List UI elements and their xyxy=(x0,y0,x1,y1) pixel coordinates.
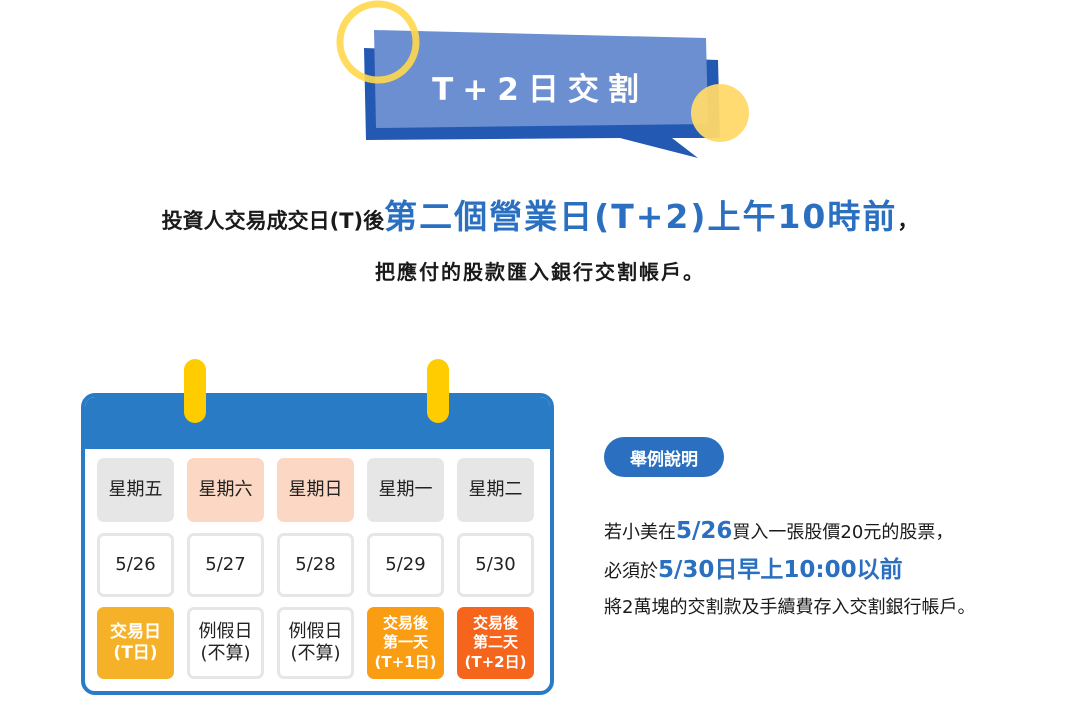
weekday-cell: 星期六 xyxy=(187,458,264,522)
weekday-cell: 星期五 xyxy=(97,458,174,522)
headline-suffix: ， xyxy=(897,209,919,233)
status-line: 交易後 xyxy=(472,613,518,632)
title-banner: T+2日交割 xyxy=(0,0,1080,170)
date-cell: 5/26 xyxy=(97,533,174,597)
yellow-ring-decoration-icon xyxy=(336,0,420,84)
calendar-binder-ring-icon xyxy=(184,359,206,423)
weekday-cell: 星期日 xyxy=(277,458,354,522)
weekday-cell: 星期二 xyxy=(457,458,534,522)
example-line-3: 將2萬塊的交割款及手續費存入交割銀行帳戶。 xyxy=(604,597,976,618)
date-cell: 5/30 xyxy=(457,533,534,597)
status-cell-trade-day: 交易日(T日) xyxy=(97,607,174,679)
date-cell: 5/28 xyxy=(277,533,354,597)
example-line-2: 必須於5/30日早上10:00以前 xyxy=(604,550,903,584)
status-cell-holiday: 例假日(不算) xyxy=(187,607,264,679)
example-highlight-deadline: 5/30日早上10:00以前 xyxy=(658,557,903,583)
status-line: 例假日 xyxy=(198,620,253,642)
status-line: (不算) xyxy=(290,643,341,664)
date-cell: 5/27 xyxy=(187,533,264,597)
status-line: (不算) xyxy=(200,643,251,664)
calendar-header xyxy=(85,397,550,449)
status-cell-t-plus-1: 交易後第一天(T+1日) xyxy=(367,607,444,679)
weekday-cell: 星期一 xyxy=(367,458,444,522)
headline-prefix: 投資人交易成交日(T)後 xyxy=(161,209,385,233)
status-line: 第一天 xyxy=(382,633,428,652)
status-line: (T+1日) xyxy=(374,652,437,671)
headline-highlight: 第二個營業日(T+2)上午10時前 xyxy=(384,197,898,236)
speech-bubble-banner-icon xyxy=(336,0,749,158)
status-line: (T日) xyxy=(113,643,158,663)
status-cell-t-plus-2: 交易後第二天(T+2日) xyxy=(457,607,534,679)
example-text: 必須於 xyxy=(604,561,658,582)
status-line: (T+2日) xyxy=(464,652,527,671)
status-line: 第二天 xyxy=(472,633,518,652)
yellow-dot-decoration-icon xyxy=(691,84,749,142)
headline-line2: 把應付的股款匯入銀行交割帳戶。 xyxy=(375,260,705,284)
headline: 投資人交易成交日(T)後第二個營業日(T+2)上午10時前， xyxy=(0,190,1080,238)
example-text: 若小美在 xyxy=(604,522,676,543)
example-line-1: 若小美在5/26買入一張股價20元的股票， xyxy=(604,518,953,544)
calendar: 星期五 星期六 星期日 星期一 星期二 5/26 5/27 5/28 5/29 … xyxy=(81,393,554,695)
status-line: 交易日 xyxy=(110,621,161,642)
example-highlight-date: 5/26 xyxy=(676,518,733,544)
example-badge: 舉例說明 xyxy=(604,437,724,477)
date-cell: 5/29 xyxy=(367,533,444,597)
status-line: 例假日 xyxy=(288,620,343,642)
calendar-binder-ring-icon xyxy=(427,359,449,423)
example-text: 買入一張股價20元的股票， xyxy=(732,522,954,543)
banner-title: T+2日交割 xyxy=(432,71,648,108)
status-cell-holiday: 例假日(不算) xyxy=(277,607,354,679)
status-line: 交易後 xyxy=(382,613,428,632)
